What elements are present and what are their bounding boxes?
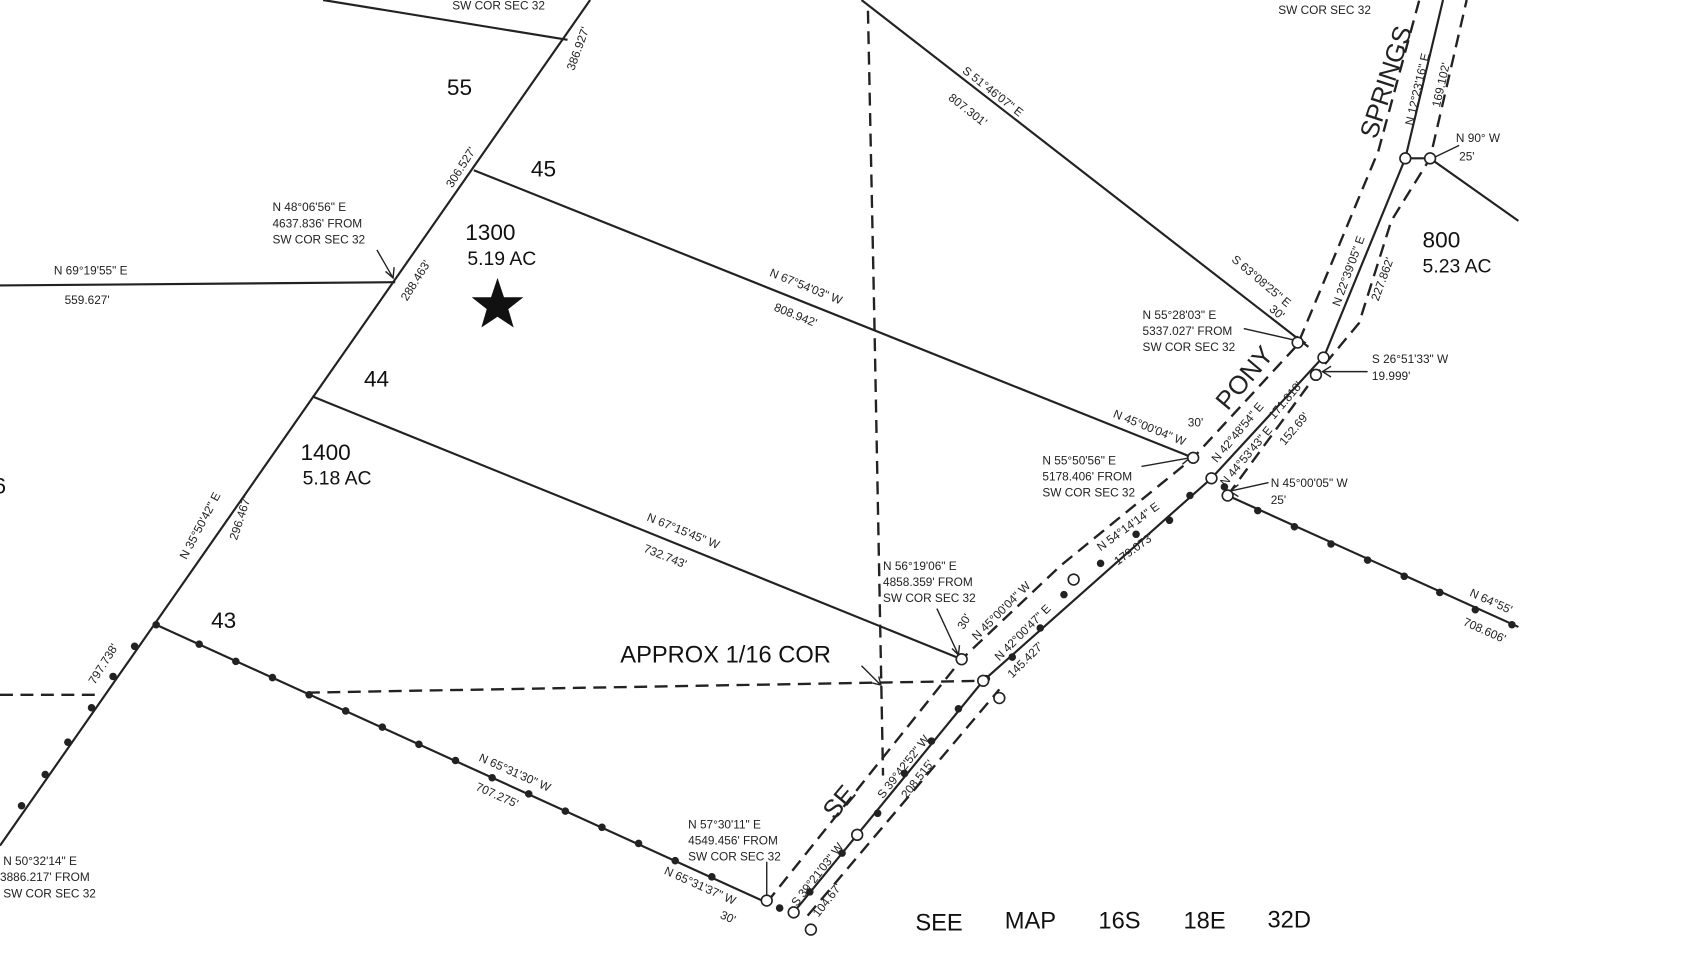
svg-text:N 55°28'03" E: N 55°28'03" E: [1143, 308, 1217, 322]
callout-4: N 56°19'06" E 4858.359' FROM SW COR SEC 32: [883, 559, 976, 605]
star-icon: [471, 277, 524, 328]
lot-1400: 1400: [300, 440, 350, 465]
lot-55: 55: [447, 75, 472, 100]
svg-text:SW COR SEC 32: SW COR SEC 32: [3, 886, 96, 900]
callout-3: N 55°50'56" E 5178.406' FROM SW COR SEC 32: [1042, 453, 1135, 499]
lot-43: 43: [211, 608, 236, 633]
bearing-label: N 45°00'04" W: [1111, 407, 1188, 449]
lot-800-area: 5.23 AC: [1423, 256, 1492, 278]
lot-1300-area: 5.19 AC: [467, 248, 536, 270]
bearing-label: N 90° W: [1456, 131, 1501, 145]
svg-text:3886.217' FROM: 3886.217' FROM: [0, 870, 90, 884]
svg-text:N 55°50'56" E: N 55°50'56" E: [1042, 453, 1116, 467]
distance-label: 19.999': [1372, 369, 1410, 383]
bearing-label: S 26°51'33" W: [1372, 352, 1449, 366]
lot-1300: 1300: [465, 220, 515, 245]
distance-label: 227.862': [1368, 256, 1397, 303]
svg-text:MAP: MAP: [1005, 909, 1056, 935]
svg-text:5178.406' FROM: 5178.406' FROM: [1042, 469, 1132, 483]
bearing-label: N 45°00'05" W: [1271, 476, 1349, 490]
svg-text:SW COR SEC 32: SW COR SEC 32: [688, 850, 781, 864]
svg-text:4549.456' FROM: 4549.456' FROM: [688, 834, 778, 848]
svg-text:18E: 18E: [1183, 909, 1225, 935]
svg-text:16S: 16S: [1098, 909, 1140, 935]
svg-text:5337.027' FROM: 5337.027' FROM: [1143, 324, 1233, 338]
distance-label: 30': [954, 611, 974, 631]
svg-text:N 50°32'14" E: N 50°32'14" E: [3, 854, 77, 868]
svg-text:SW COR SEC 32: SW COR SEC 32: [272, 232, 365, 246]
distance-label: 30': [1188, 416, 1203, 430]
lot-6: 6: [0, 473, 6, 498]
svg-text:N 48°06'56" E: N 48°06'56" E: [272, 200, 346, 214]
property-lines: [0, 0, 1520, 914]
see-map-reference: SEE MAP 16S 18E 32D: [915, 907, 1311, 936]
svg-text:N 56°19'06" E: N 56°19'06" E: [883, 559, 957, 573]
lot-44: 44: [364, 367, 389, 392]
svg-text:SW COR SEC 32: SW COR SEC 32: [883, 591, 976, 605]
arrows: [376, 144, 1460, 897]
callout-2: N 55°28'03" E 5337.027' FROM SW COR SEC 32: [1143, 308, 1236, 354]
distance-label: 296.467': [226, 495, 253, 542]
distance-label: 707.275': [474, 780, 521, 811]
lot-800: 800: [1423, 228, 1461, 253]
callout-5: N 57°30'11" E 4549.456' FROM SW COR SEC 32: [688, 817, 781, 863]
callout-1: N 48°06'56" E 4637.836' FROM SW COR SEC 32: [272, 200, 365, 246]
distance-label: 288.463': [398, 258, 434, 304]
svg-text:4637.836' FROM: 4637.836' FROM: [272, 216, 362, 230]
distance-label: 807.301': [946, 90, 990, 129]
street-se: SE: [818, 780, 862, 824]
ref-top-left: SW COR SEC 32: [452, 0, 545, 13]
bearing-label: N 69°19'55" E: [54, 264, 128, 278]
distance-label: 559.627': [65, 293, 110, 307]
svg-text:SW COR SEC 32: SW COR SEC 32: [1143, 340, 1236, 354]
bearing-label: S 39°21'03" W: [788, 839, 847, 908]
distance-label: 30': [718, 908, 738, 927]
distance-label: 25': [1459, 149, 1474, 163]
bearing-label: S 63°08'25" E: [1229, 252, 1294, 310]
monuments: [17, 152, 1516, 936]
svg-text:32D: 32D: [1267, 907, 1310, 933]
svg-text:N 57°30'11" E: N 57°30'11" E: [688, 817, 761, 831]
lot-1400-area: 5.18 AC: [303, 468, 372, 490]
svg-text:SEE: SEE: [915, 911, 962, 937]
distance-label: 169.102': [1429, 61, 1453, 108]
svg-text:SW COR SEC 32: SW COR SEC 32: [1042, 486, 1135, 500]
distance-label: 25': [1271, 493, 1286, 507]
callout-6: N 50°32'14" E 3886.217' FROM SW COR SEC 32: [0, 854, 96, 900]
approx-corner-label: APPROX 1/16 COR: [620, 642, 831, 668]
lot-45: 45: [531, 157, 556, 182]
ref-top-right: SW COR SEC 32: [1278, 3, 1371, 17]
bearing-label: N 35°50'42" E: [177, 490, 224, 562]
svg-text:4858.359' FROM: 4858.359' FROM: [883, 575, 973, 589]
